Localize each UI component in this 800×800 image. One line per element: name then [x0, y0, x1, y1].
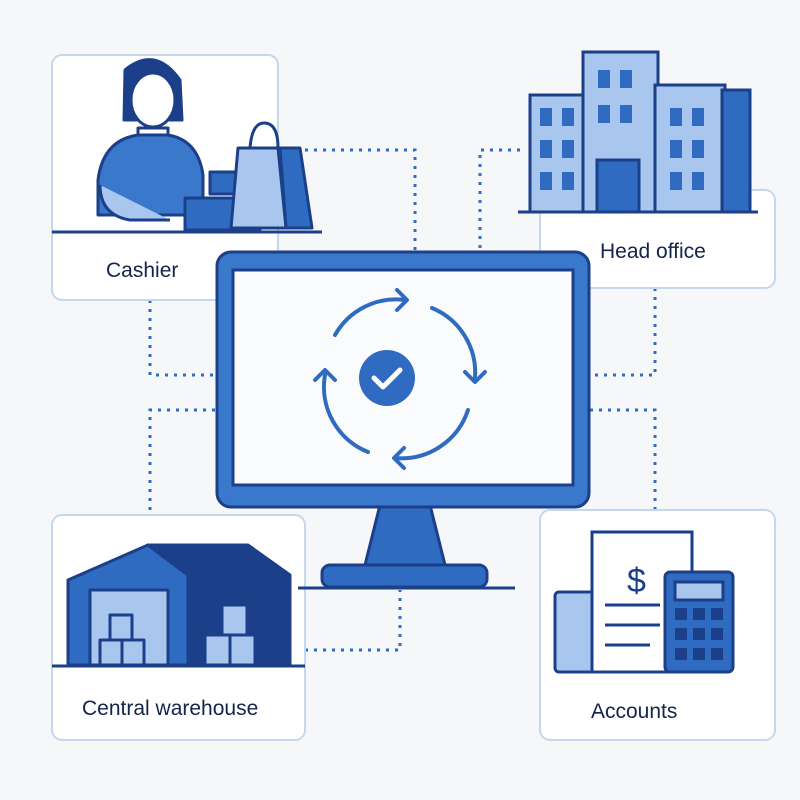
- connectors: [148, 148, 657, 652]
- connector-head-office-top: [478, 148, 520, 250]
- connector-accounts-right: [590, 408, 657, 510]
- connector-warehouse-bottom: [305, 590, 402, 652]
- cashier-card: Cashier: [51, 54, 322, 301]
- warehouse-label: Central warehouse: [82, 697, 258, 720]
- connector-cashier-top: [305, 148, 417, 250]
- head-office-card: Head office: [518, 50, 776, 289]
- cashier-label: Cashier: [106, 259, 178, 282]
- connector-head-office-right: [590, 288, 657, 377]
- connector-warehouse-left: [148, 408, 215, 515]
- accounts-card: $ Accounts: [539, 509, 776, 741]
- cashier-icon: [96, 58, 314, 232]
- head-office-label: Head office: [600, 240, 706, 263]
- dollar-sign: $: [627, 562, 646, 600]
- accounts-label: Accounts: [591, 700, 677, 723]
- warehouse-card: Central warehouse: [51, 514, 306, 741]
- warehouse-icon: [52, 543, 305, 668]
- central-monitor: [215, 250, 591, 590]
- accounts-icon: $: [553, 530, 735, 674]
- building-icon: [518, 50, 758, 214]
- connector-cashier-left: [148, 300, 215, 377]
- sync-check-icon: [313, 288, 487, 470]
